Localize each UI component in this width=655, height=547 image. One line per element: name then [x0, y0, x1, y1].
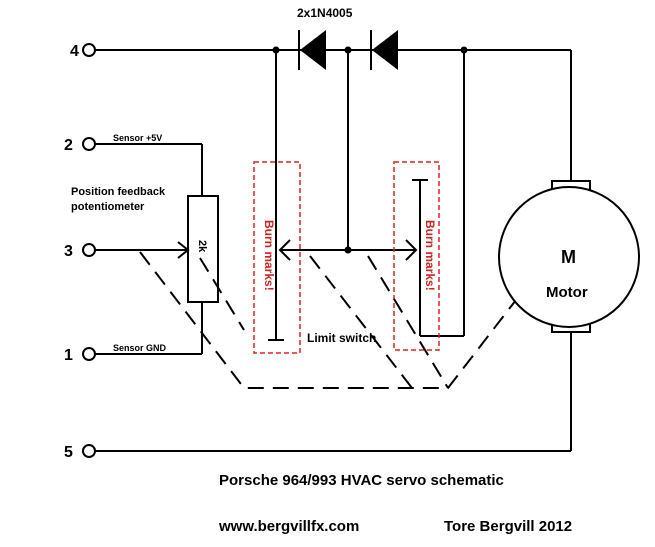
burn-marks-left: Burn marks!: [253, 161, 301, 354]
diagram-title: Porsche 964/993 HVAC servo schematic: [219, 472, 504, 489]
mechanical-linkage: [139, 251, 517, 389]
author-text: Tore Bergvill 2012: [444, 518, 572, 535]
pot-caption-line1: Position feedback: [71, 186, 166, 198]
motor-label: Motor: [546, 284, 588, 301]
pot-caption-line2: potentiometer: [71, 201, 145, 213]
resistor-value: 2k: [196, 240, 208, 253]
diode-label: 2x1N4005: [297, 6, 353, 20]
burn-marks-right-label: Burn marks!: [423, 220, 437, 291]
motor: M Motor: [95, 180, 640, 452]
sensor-gnd-label: Sensor GND: [113, 343, 167, 353]
terminal-3: 3: [64, 243, 96, 260]
burn-marks-right: Burn marks!: [393, 161, 440, 351]
terminal-1: 1: [64, 347, 96, 364]
burn-marks-left-label: Burn marks!: [262, 220, 276, 291]
terminal-4-label: 4: [70, 43, 79, 60]
top-wire-and-diodes: 2x1N4005: [95, 6, 572, 181]
terminal-4: 4: [70, 43, 96, 60]
terminal-5: 5: [64, 444, 96, 461]
diode-2: [372, 30, 398, 70]
website-text: www.bergvillfx.com: [218, 518, 359, 535]
terminal-5-label: 5: [64, 444, 73, 461]
limit-switch-label: Limit switch: [307, 331, 376, 345]
sensor-plus-label: Sensor +5V: [113, 133, 162, 143]
diode-1: [300, 30, 326, 70]
terminal-2: 2: [64, 137, 96, 154]
terminal-3-label: 3: [64, 243, 73, 260]
motor-symbol: M: [561, 247, 576, 267]
terminal-1-label: 1: [64, 347, 73, 364]
terminal-2-label: 2: [64, 137, 73, 154]
potentiometer: 2k Position feedback potentiometer Senso…: [71, 133, 219, 355]
